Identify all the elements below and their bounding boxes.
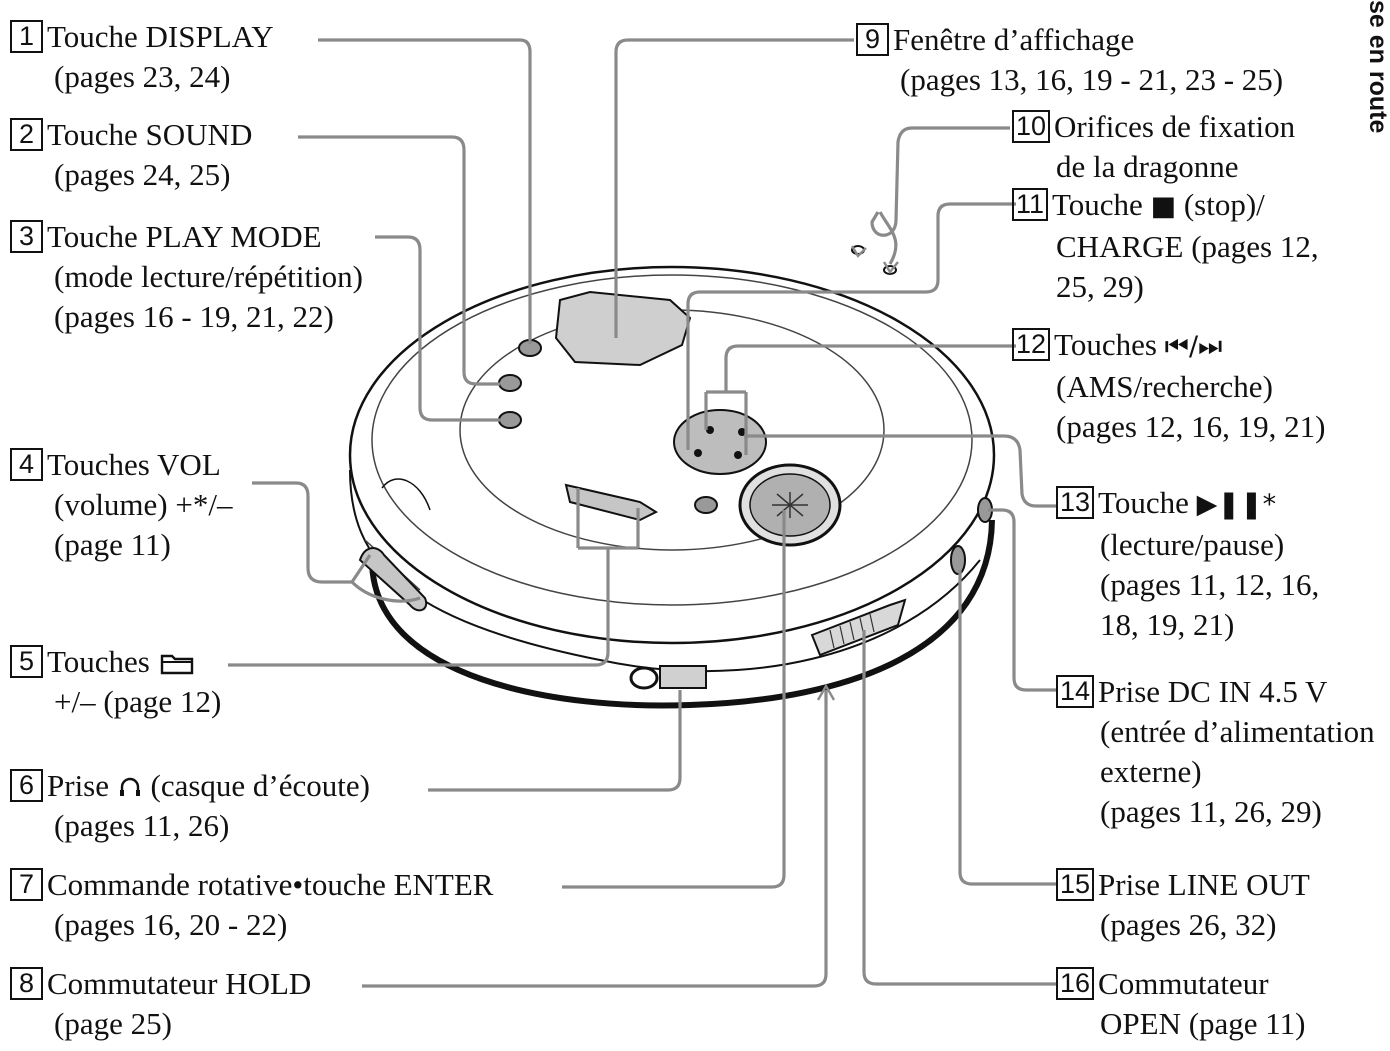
callout-pages: (pages 12, 16, 19, 21)	[1056, 409, 1326, 444]
prev-next-icon: ⏮/⏭	[1164, 331, 1223, 362]
callout-number: 4	[10, 448, 43, 481]
callout-pages: (pages 16 - 19, 21, 22)	[54, 299, 334, 334]
callout-desc: (AMS/recherche)	[1056, 369, 1273, 404]
callout-desc: (casque d’écoute)	[150, 768, 370, 803]
callout-title: Touche PLAY MODE	[47, 219, 322, 254]
line-out-jack-shape	[950, 545, 966, 575]
ams-cluster-shape	[673, 409, 767, 475]
display-window-shape	[554, 290, 692, 367]
open-switch-shape	[810, 598, 907, 657]
callout-pages: (pages 11, 12, 16,	[1100, 567, 1320, 602]
callout-title: Touche SOUND	[47, 117, 253, 152]
callout-title: Commutateur HOLD	[47, 966, 312, 1001]
callout-title: Commande rotative•touche ENTER	[47, 867, 494, 902]
callout-title: Prise LINE OUT	[1098, 867, 1310, 902]
sound-button-shape	[498, 374, 522, 392]
callout-number: 3	[10, 220, 43, 253]
callout-desc: (stop)/	[1183, 187, 1265, 222]
callout-title: Touche	[1052, 187, 1143, 222]
callout-number: 9	[856, 23, 889, 56]
callout-title: Prise	[47, 768, 109, 803]
callout-title: Orifices de fixation	[1054, 109, 1296, 144]
callout-pages: (page 25)	[54, 1006, 172, 1041]
headphones-icon	[119, 777, 140, 796]
callout-title: Touche DISPLAY	[47, 19, 274, 54]
callout-number: 7	[10, 868, 43, 901]
callout-pages: (pages 26, 32)	[1100, 907, 1277, 942]
callout-number: 8	[10, 967, 43, 1000]
callout-title: Touches VOL	[47, 447, 221, 482]
callout-number: 1	[10, 20, 43, 53]
callout-desc: externe)	[1100, 754, 1202, 789]
callout-pages: (pages 13, 16, 19 - 21, 23 - 25)	[900, 62, 1284, 97]
callout-number: 16	[1056, 967, 1095, 1000]
callout-desc: de la dragonne	[1056, 149, 1239, 184]
vol-buttons-shape	[358, 547, 428, 612]
callout-number: 14	[1056, 675, 1095, 708]
leader-lines	[228, 38, 1056, 988]
callout-number: 5	[10, 645, 43, 678]
callout-desc: (lecture/pause)	[1100, 527, 1285, 562]
folder-rocker-shape	[564, 483, 659, 522]
callout-number: 6	[10, 769, 43, 802]
callout-desc: (volume) +*/–	[54, 487, 233, 522]
callout-pages: (pages 24, 25)	[54, 157, 231, 192]
folder-icon	[160, 654, 193, 675]
callout-title: Prise DC IN 4.5 V	[1098, 674, 1328, 709]
callout-title: Touches	[47, 644, 150, 679]
callout-title: Commutateur	[1098, 966, 1269, 1001]
callout-pages: (pages 11, 26, 29)	[1100, 794, 1322, 829]
callout-desc: CHARGE (pages 12,	[1056, 229, 1319, 264]
section-tab: se en route	[1364, 0, 1390, 134]
callout-title: Fenêtre d’affichage	[893, 22, 1135, 57]
callout-title: Touche	[1098, 485, 1189, 520]
callout-pages: 25, 29)	[1056, 269, 1144, 304]
play-mode-button-shape	[498, 411, 522, 429]
callout-number: 11	[1012, 188, 1049, 221]
play-pause-icon: ▶❚❚*	[1196, 489, 1277, 520]
callout-number: 13	[1056, 486, 1095, 519]
callout-pages: (pages 11, 26)	[54, 808, 230, 843]
callout-number: 15	[1056, 868, 1095, 901]
callout-pages: +/– (page 12)	[54, 684, 222, 719]
stop-icon: ■	[1150, 191, 1177, 222]
callout-number: 12	[1012, 328, 1051, 361]
callout-pages: (page 11)	[54, 527, 171, 562]
headphones-jack-shape	[629, 666, 659, 690]
callout-desc: OPEN (page 11)	[1100, 1006, 1306, 1041]
callout-title: Touches	[1054, 327, 1157, 362]
callout-pages: 18, 19, 21)	[1100, 607, 1235, 642]
callout-pages: (pages 16, 20 - 22)	[54, 907, 288, 942]
callout-desc: (mode lecture/répétition)	[54, 259, 364, 294]
callout-desc: (entrée d’alimentation	[1100, 714, 1375, 749]
callout-number: 10	[1012, 110, 1051, 143]
callout-number: 2	[10, 118, 43, 151]
callout-pages: (pages 23, 24)	[54, 59, 231, 94]
